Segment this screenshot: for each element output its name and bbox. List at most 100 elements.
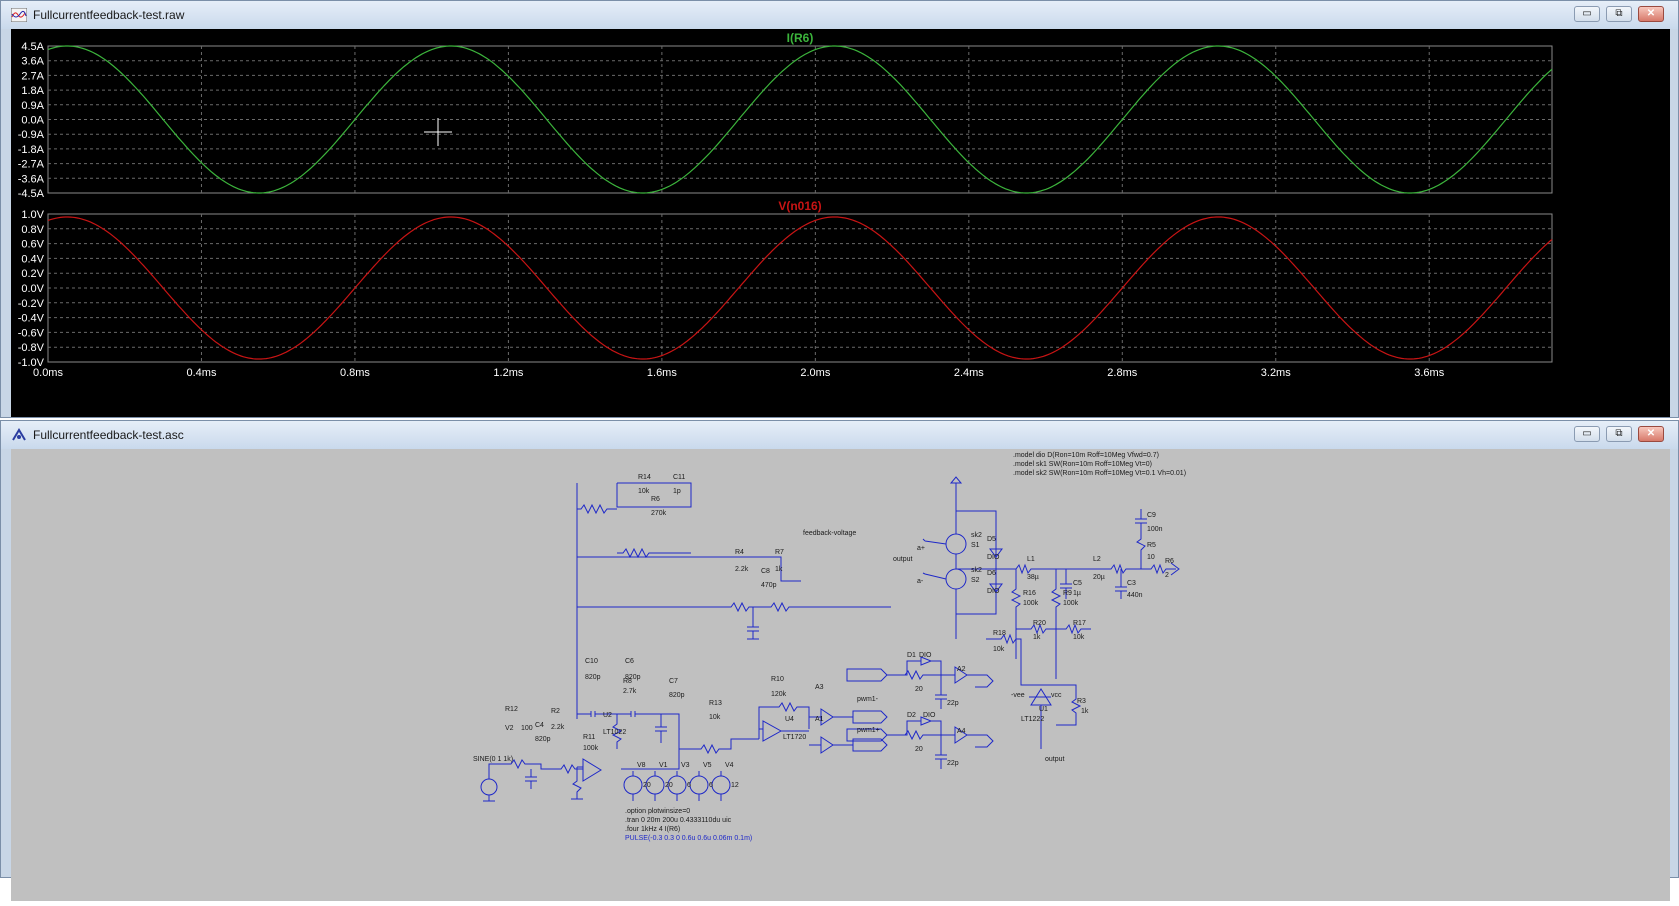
label-r8v: 2.7k [623, 688, 637, 695]
label-lt1022: LT1022 [603, 729, 626, 736]
waveform-window: Fullcurrentfeedback-test.raw ▭ ⧉ ✕ I(R6)… [0, 0, 1679, 418]
waveform-titlebar[interactable]: Fullcurrentfeedback-test.raw ▭ ⧉ ✕ [1, 1, 1678, 29]
label-r2: R2 [551, 708, 560, 715]
schematic-labels: R14 10k C11 1p R6 270k feedback-voltage … [473, 474, 1174, 789]
schematic-titlebar[interactable]: Fullcurrentfeedback-test.asc ▭ ⧉ ✕ [1, 421, 1678, 449]
y-tick-label: -1.0V [18, 357, 45, 369]
label-r8: R8 [623, 678, 632, 685]
label-c4: C4 [535, 722, 544, 729]
y-tick-label: -3.6A [18, 173, 45, 185]
label-r14: R14 [638, 474, 651, 481]
label-r9: R9 [1063, 590, 1072, 597]
minimize-button[interactable]: ▭ [1574, 426, 1600, 442]
close-button[interactable]: ✕ [1638, 426, 1664, 442]
label-r3: R3 [1077, 698, 1086, 705]
waveform-plots[interactable]: I(R6)4.5A3.6A2.7A1.8A0.9A0.0A-0.9A-1.8A-… [11, 29, 1670, 417]
label-v4-value: 12 [731, 782, 739, 789]
label-d6: D6 [987, 570, 996, 577]
label-r5v: 10 [1147, 554, 1155, 561]
trace-0 [47, 45, 1553, 194]
label-r14v: 10k [638, 488, 650, 495]
schematic-drawing[interactable]: R14 10k C11 1p R6 270k feedback-voltage … [11, 449, 1670, 901]
label-v2: V2 [505, 725, 514, 732]
label-r6b: R6 [1165, 558, 1174, 565]
label-c22: 22p [947, 700, 959, 707]
label-r9v: 100k [1063, 600, 1079, 607]
label-d5: D5 [987, 536, 996, 543]
y-tick-label: -0.8V [18, 342, 45, 354]
model-dio: .model dio D(Ron=10m Roff=10Meg Vfwd=0.7… [1013, 452, 1159, 459]
label-r12: R12 [505, 706, 518, 713]
close-icon: ✕ [1646, 428, 1656, 439]
label-r11: R11 [583, 734, 595, 741]
schematic-window-title: Fullcurrentfeedback-test.asc [33, 428, 184, 442]
label-r4v: 2.2k [735, 566, 749, 573]
label-c7: C7 [669, 678, 678, 685]
label-c6v: 820p [625, 674, 641, 681]
label-c10: C10 [585, 658, 598, 665]
label-s2: S2 [971, 577, 980, 584]
label-a-plus: a+ [917, 545, 925, 552]
y-tick-label: 2.7A [21, 70, 44, 82]
label-v8: V8 [637, 762, 646, 769]
y-tick-label: 0.9A [21, 100, 44, 112]
label-r20-2: 20 [915, 746, 923, 753]
label-r12v: 100 [521, 725, 533, 732]
label-a3: A3 [815, 684, 824, 691]
trace-1 [47, 216, 1553, 360]
label-l1: L1 [1027, 556, 1035, 563]
label-c10v: 820p [585, 674, 601, 681]
label-vcc: vcc [1051, 692, 1062, 699]
label-c9v: 100n [1147, 526, 1163, 533]
trace-title: I(R6) [787, 31, 814, 45]
y-tick-label: -0.2V [18, 298, 45, 310]
x-tick-label: 0.0ms [33, 367, 63, 379]
schematic-canvas[interactable]: R14 10k C11 1p R6 270k feedback-voltage … [11, 449, 1670, 901]
label-r3v: 1k [1081, 708, 1089, 715]
y-tick-label: 4.5A [21, 41, 44, 53]
close-button[interactable]: ✕ [1638, 6, 1664, 22]
close-icon: ✕ [1646, 8, 1656, 19]
y-tick-label: -4.5A [18, 188, 45, 200]
label-r6: R6 [651, 496, 660, 503]
label-v1: V1 [659, 762, 668, 769]
label-output-2: output [1045, 756, 1065, 763]
label-c3: C3 [1127, 580, 1136, 587]
model-sk1: .model sk1 SW(Ron=10m Roff=10Meg Vt=0) [1013, 461, 1152, 468]
minimize-button[interactable]: ▭ [1574, 6, 1600, 22]
label-r7: R7 [775, 549, 784, 556]
y-tick-label: -0.4V [18, 313, 45, 325]
x-tick-label: 2.0ms [800, 367, 830, 379]
label-r16v: 100k [1023, 600, 1039, 607]
directive-tran: .tran 0 20m 200u 0.4333110du uic [625, 817, 732, 824]
restore-button[interactable]: ⧉ [1606, 426, 1632, 442]
label-l1v: 38µ [1027, 574, 1039, 581]
label-a2: A2 [957, 666, 966, 673]
label-output: output [893, 556, 913, 563]
label-c8: C8 [761, 568, 770, 575]
y-tick-label: 0.0V [21, 283, 44, 295]
label-d2-dio: DIO [923, 712, 936, 719]
label-u4: U4 [785, 716, 794, 723]
restore-button[interactable]: ⧉ [1606, 6, 1632, 22]
label-a1: A1 [815, 716, 824, 723]
y-tick-label: -0.6V [18, 327, 45, 339]
x-tick-label: 1.6ms [647, 367, 677, 379]
label-r4: R4 [735, 549, 744, 556]
y-tick-label: 1.8A [21, 85, 44, 97]
trace-title: V(n016) [778, 199, 821, 213]
x-tick-label: 0.8ms [340, 367, 370, 379]
label-r20bv: 1k [1033, 634, 1041, 641]
x-tick-label: 3.2ms [1261, 367, 1291, 379]
label-v5: V5 [703, 762, 712, 769]
label-r5: R5 [1147, 542, 1156, 549]
label-r13v: 10k [709, 714, 721, 721]
label-d1: D1 [907, 652, 916, 659]
minimize-icon: ▭ [1582, 8, 1592, 19]
label-feedback: feedback-voltage [803, 530, 856, 537]
label-l2: L2 [1093, 556, 1101, 563]
label-pwm-plus: pwm1+ [857, 727, 880, 734]
schematic-app-icon [12, 428, 26, 441]
spice-directives: .model dio D(Ron=10m Roff=10Meg Vfwd=0.7… [625, 452, 1186, 842]
